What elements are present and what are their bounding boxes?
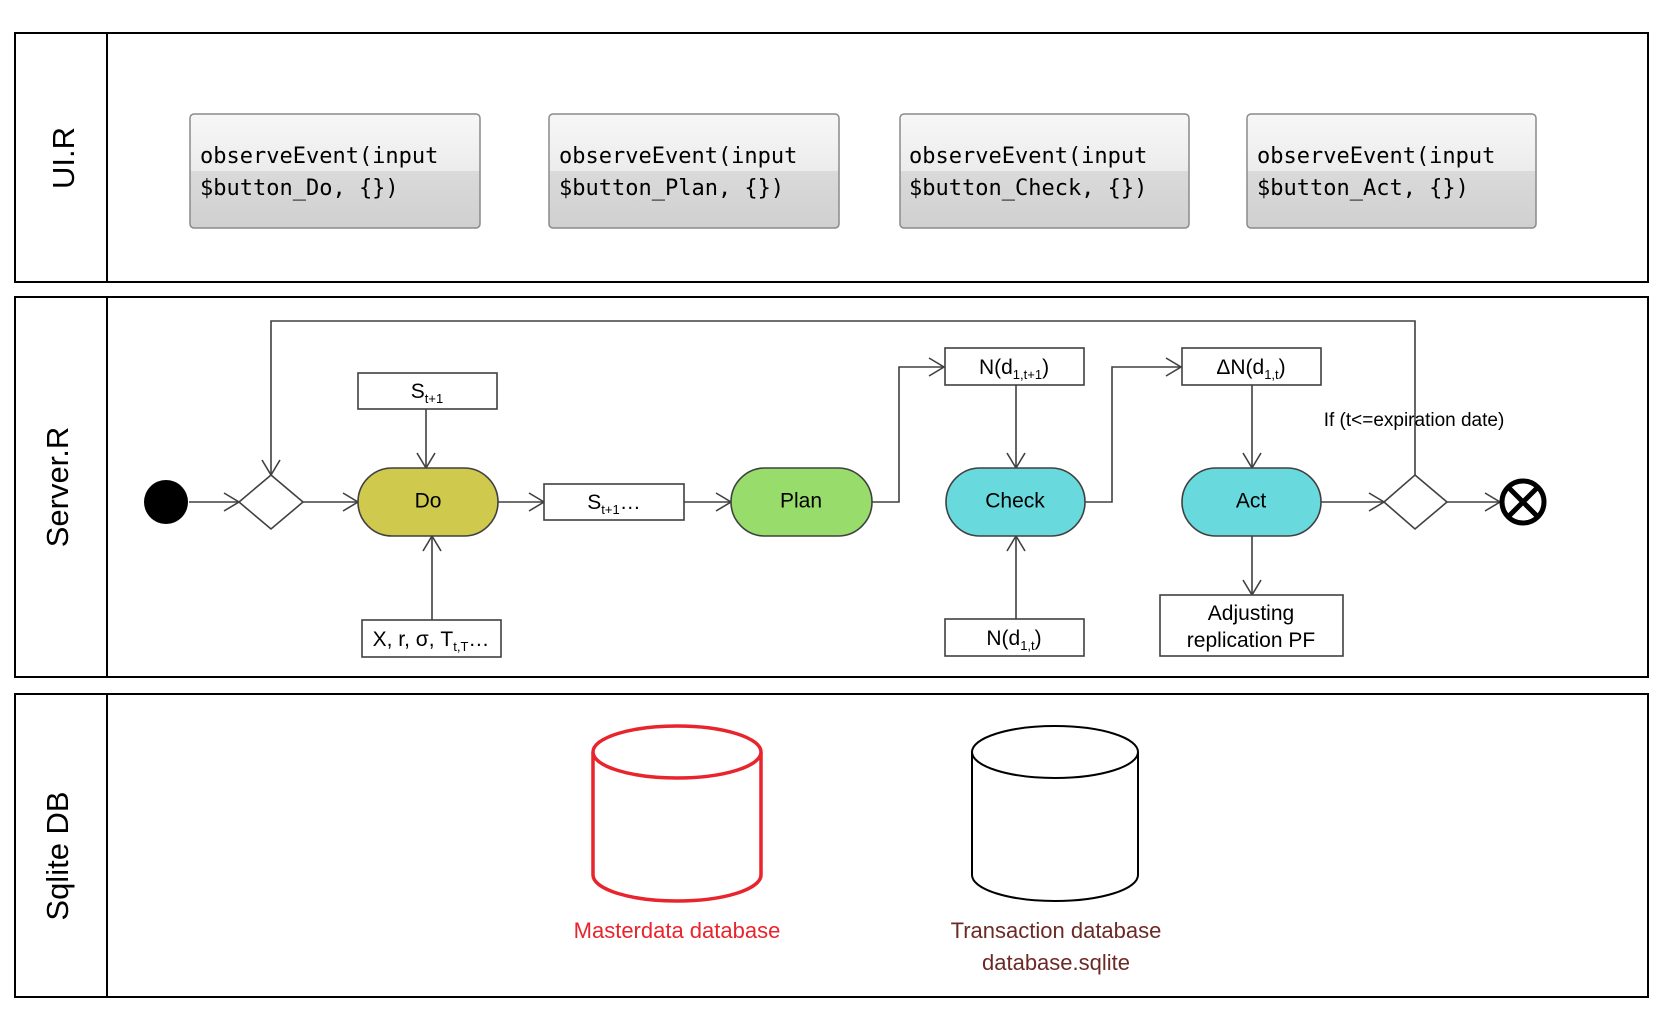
object-delta-n-base: ΔN(d — [1216, 356, 1264, 379]
activity-check: Check — [945, 467, 1086, 537]
object-adjusting-line1: Adjusting — [1208, 602, 1294, 625]
object-s-next-flow-base: S — [587, 491, 601, 514]
object-params-base: X, r, σ, T — [373, 628, 454, 651]
svg-text:N(d1,t+1): N(d1,t+1) — [979, 356, 1049, 382]
loop-back-line — [270, 320, 1416, 475]
ui-button-act-line2: $button_Act, {}) — [1257, 176, 1469, 201]
object-s-next-flow-suffix: … — [620, 491, 641, 514]
lane-ui: UI.R — [14, 32, 1649, 283]
activity-act-label: Act — [1236, 490, 1267, 513]
object-delta-n: ΔN(d1,t) — [1181, 347, 1322, 386]
activity-do-label: Do — [415, 490, 442, 513]
ui-button-act[interactable]: observeEvent(input $button_Act, {}) — [1246, 113, 1537, 229]
object-delta-n-sub: 1,t — [1264, 367, 1279, 382]
object-params: X, r, σ, Tt,T… — [361, 619, 502, 658]
activity-act-shape — [1181, 467, 1322, 537]
object-n-curr-sub: 1,t — [1020, 638, 1035, 653]
object-n-curr-suffix: ) — [1035, 627, 1042, 650]
svg-text:X, r, σ, Tt,T…: X, r, σ, Tt,T… — [373, 628, 490, 654]
masterdata-database-icon — [591, 724, 763, 903]
condition-label: If (t<=expiration date) — [1324, 410, 1505, 431]
object-n-next: N(d1,t+1) — [944, 347, 1085, 386]
activity-plan-label: Plan — [780, 490, 822, 513]
activity-act: Act — [1181, 467, 1322, 537]
object-n-curr: N(d1,t) — [944, 618, 1085, 657]
ui-button-check[interactable]: observeEvent(input $button_Check, {}) — [899, 113, 1190, 229]
svg-text:St+1…: St+1… — [587, 491, 640, 517]
object-params-sub: t,T — [453, 639, 468, 654]
transaction-database-icon — [971, 725, 1139, 902]
masterdata-database-label: Masterdata database — [574, 918, 781, 943]
object-params-suffix: … — [468, 628, 489, 651]
ui-button-do-line2: $button_Do, {}) — [200, 176, 399, 201]
end-node — [1499, 478, 1547, 526]
ui-button-check-line2: $button_Check, {}) — [909, 176, 1147, 201]
activity-do: Do — [357, 467, 499, 537]
ui-button-do[interactable]: observeEvent(input $button_Do, {}) — [189, 113, 481, 229]
ui-button-act-line1: observeEvent(input — [1257, 144, 1495, 169]
svg-text:ΔN(d1,t): ΔN(d1,t) — [1216, 356, 1285, 382]
expiration-decision-node — [1382, 473, 1449, 531]
merge-decision-node — [237, 473, 305, 531]
object-delta-n-suffix: ) — [1279, 356, 1286, 379]
flow-connectors — [189, 320, 1502, 620]
object-n-next-suffix: ) — [1042, 356, 1049, 379]
ui-button-check-line1: observeEvent(input — [909, 144, 1147, 169]
activity-check-shape — [945, 467, 1086, 537]
ui-button-plan-line2: $button_Plan, {}) — [559, 176, 784, 201]
lane-title-server: Server.R — [40, 427, 75, 548]
activity-do-shape — [357, 467, 499, 537]
activity-check-label: Check — [985, 490, 1045, 513]
transaction-database-label: Transaction database — [951, 918, 1162, 943]
object-s-next-flow-sub: t+1 — [601, 502, 619, 517]
lane-title-db: Sqlite DB — [40, 791, 75, 920]
object-s-next-flow: St+1… — [543, 483, 685, 521]
ui-button-plan-line1: observeEvent(input — [559, 144, 797, 169]
object-n-curr-base: N(d — [986, 627, 1020, 650]
object-s-next: St+1 — [357, 372, 498, 410]
lane-title-ui: UI.R — [46, 127, 81, 189]
ui-button-plan[interactable]: observeEvent(input $button_Plan, {}) — [548, 113, 840, 229]
ui-button-do-line1: observeEvent(input — [200, 144, 438, 169]
activity-plan-shape — [730, 467, 873, 537]
svg-text:N(d1,t): N(d1,t) — [986, 627, 1041, 653]
object-n-next-sub: 1,t+1 — [1013, 367, 1042, 382]
object-s-next-sub: t+1 — [425, 391, 443, 406]
activity-plan: Plan — [730, 467, 873, 537]
object-adjusting-line2: replication PF — [1187, 629, 1315, 652]
object-n-next-base: N(d — [979, 356, 1013, 379]
start-node — [144, 480, 188, 524]
lane-server: Server.R — [14, 296, 1649, 678]
object-s-next-base: S — [411, 380, 425, 403]
lane-db: Sqlite DB — [14, 693, 1649, 998]
svg-text:St+1: St+1 — [411, 380, 443, 406]
transaction-database-file: database.sqlite — [982, 950, 1130, 975]
object-adjusting: Adjusting replication PF — [1159, 594, 1344, 657]
